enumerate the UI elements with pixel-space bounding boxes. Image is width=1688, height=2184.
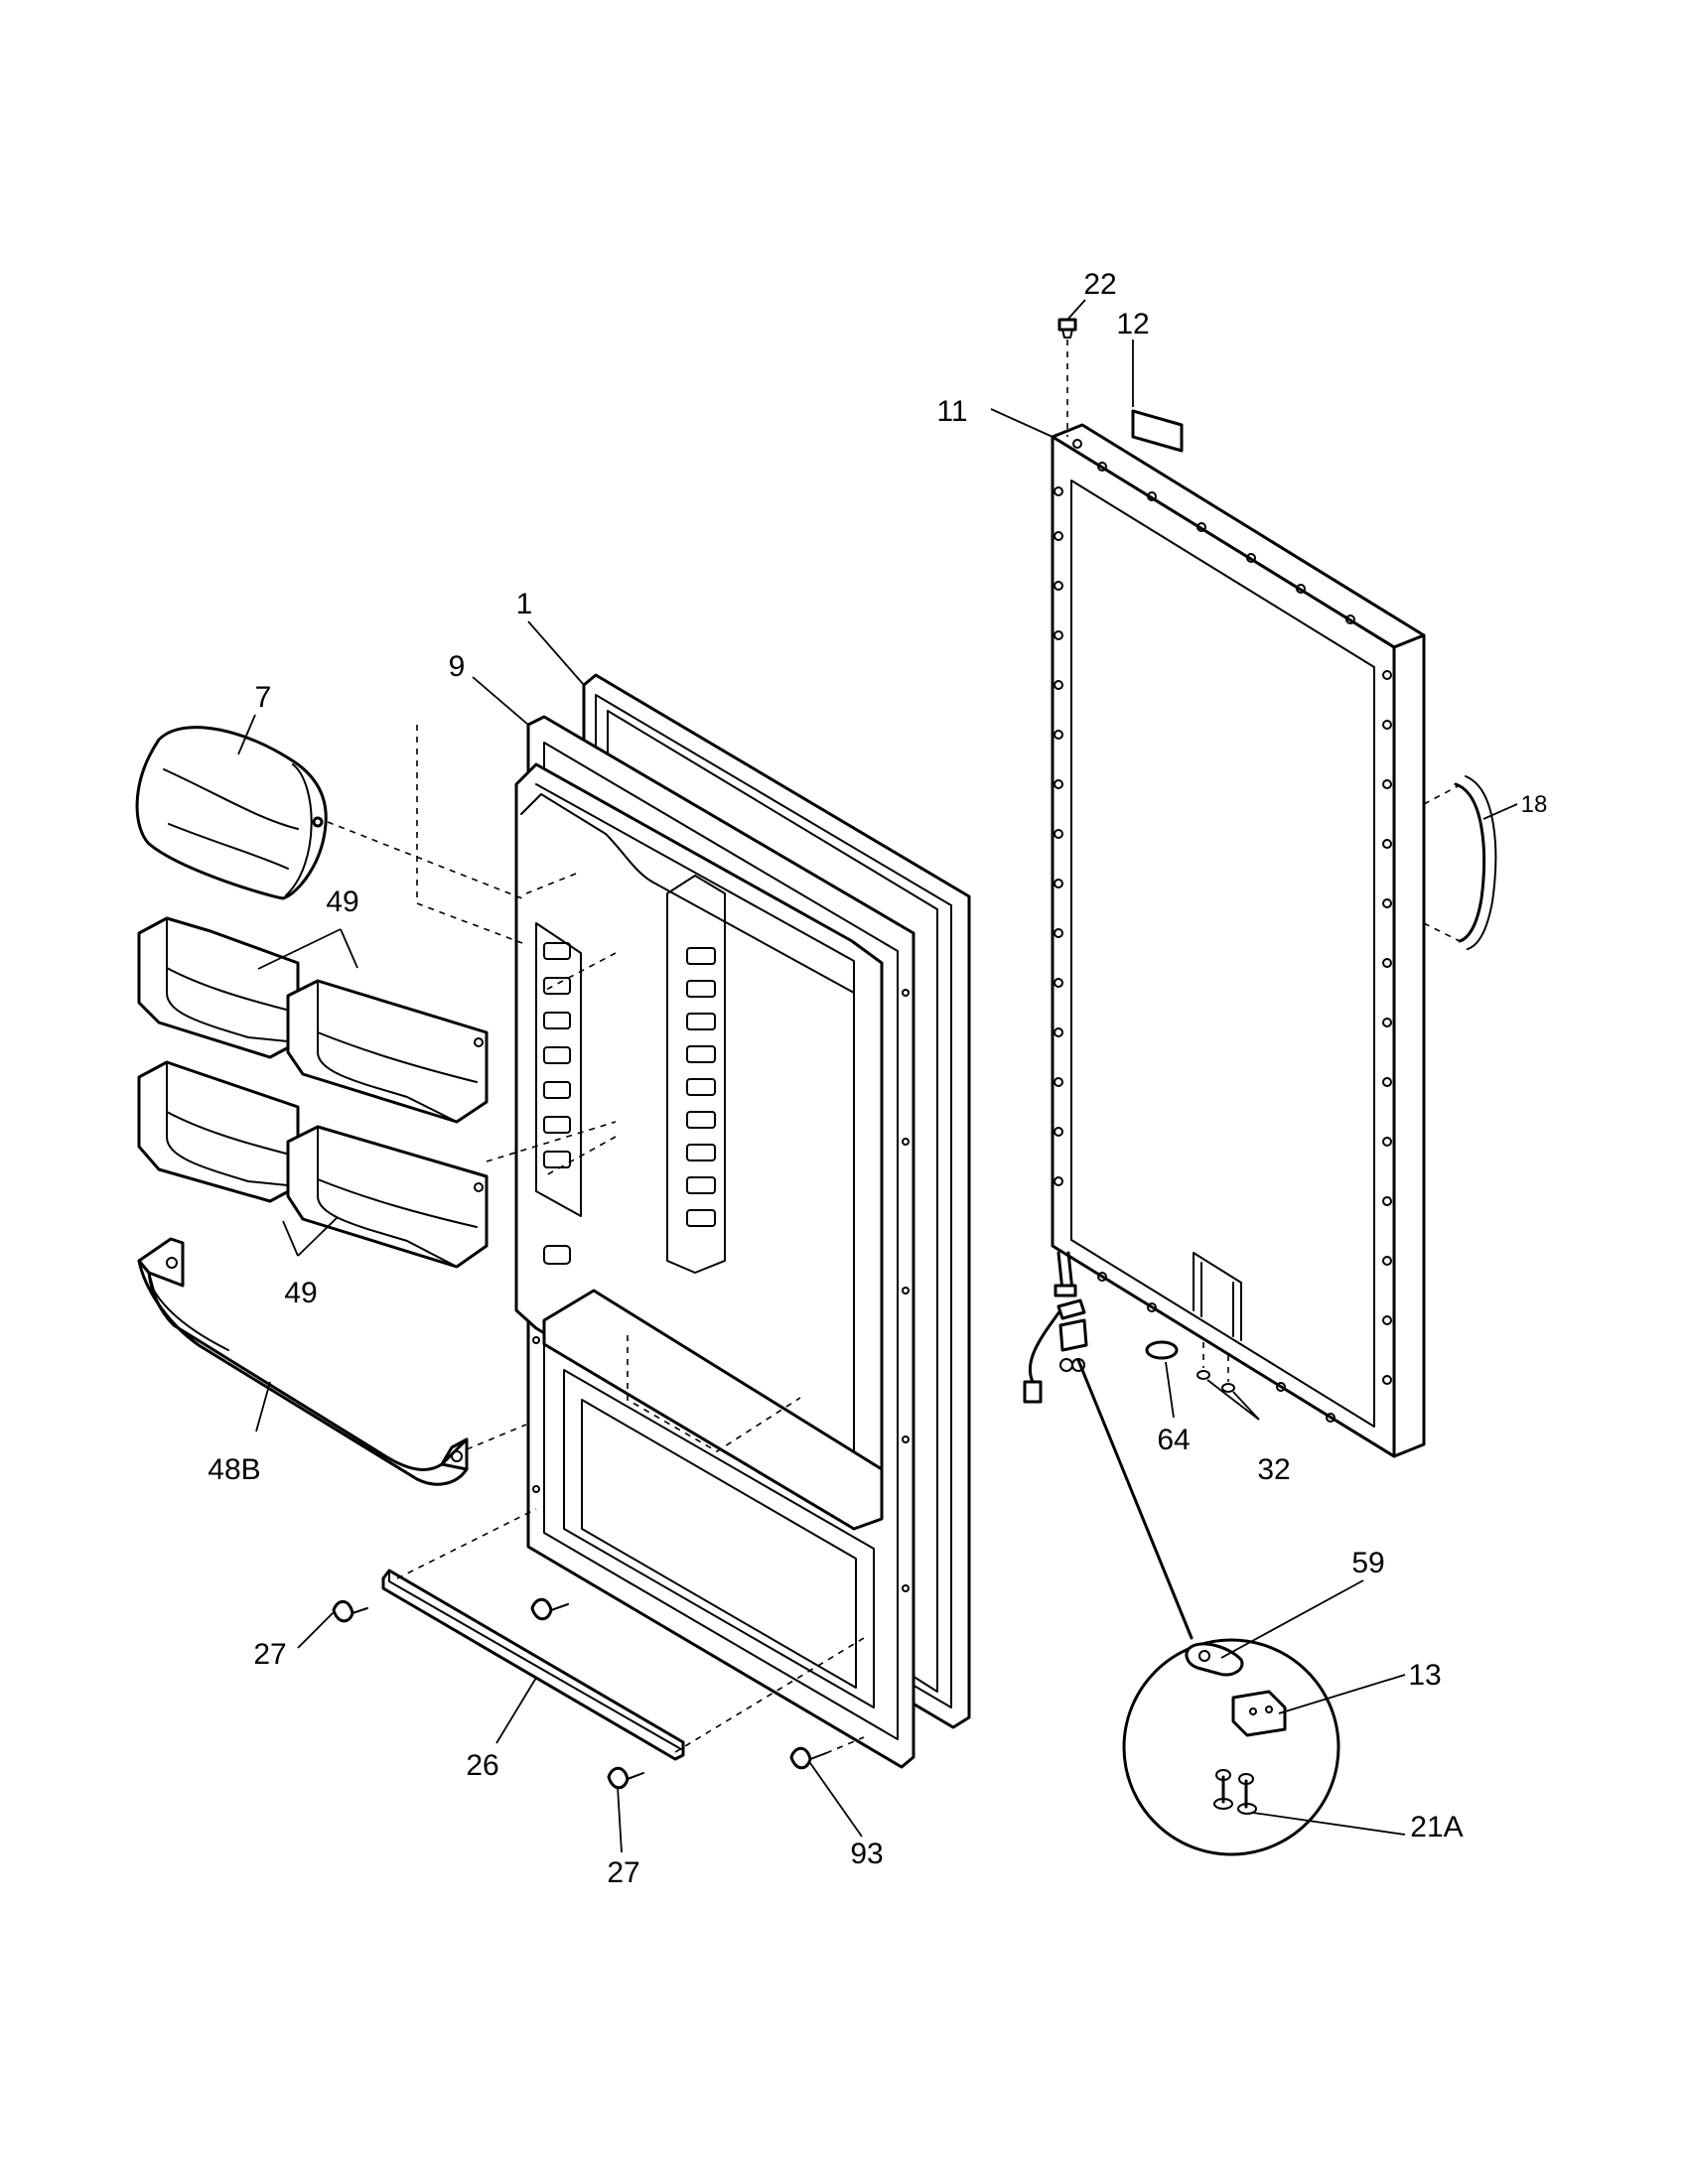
- washers: [1196, 1342, 1235, 1393]
- liner-ribs-left: [535, 922, 582, 1217]
- callout-27-bottom: 27: [607, 1856, 639, 1889]
- callout-9: 9: [449, 650, 466, 683]
- callout-59: 59: [1351, 1547, 1384, 1579]
- screws-27-93: [332, 1597, 865, 1790]
- wire-harness: [1023, 1251, 1088, 1404]
- callout-64: 64: [1157, 1424, 1190, 1456]
- liner-ribs-center: [666, 875, 726, 1274]
- panel-holes: [1054, 439, 1392, 1423]
- door-shelf-bar: [137, 1237, 527, 1486]
- callout-labels: 22 12 11 18 1 9 7 49 49 48B 64 32 59 13 …: [208, 268, 1547, 1889]
- dairy-bin: [135, 726, 523, 900]
- callout-11: 11: [936, 395, 967, 428]
- outer-door-panel: [1051, 423, 1426, 1458]
- callout-7: 7: [255, 681, 272, 714]
- detail-leader: [1076, 1358, 1194, 1640]
- door-handle: [1423, 775, 1497, 950]
- detail-circle: [1122, 1638, 1340, 1856]
- trim-strip: [381, 1508, 865, 1761]
- callout-22: 22: [1083, 268, 1116, 301]
- callout-1: 1: [516, 588, 533, 620]
- callout-18: 18: [1521, 791, 1548, 818]
- callout-93: 93: [850, 1838, 883, 1870]
- door-liner: [416, 715, 915, 1769]
- plug: [1145, 1340, 1179, 1360]
- callout-32: 32: [1257, 1453, 1290, 1486]
- callout-49-bottom: 49: [284, 1277, 317, 1309]
- callout-48b: 48B: [208, 1453, 260, 1486]
- top-screw: [1057, 318, 1077, 437]
- label-tape: [1131, 409, 1184, 453]
- callout-13: 13: [1408, 1659, 1441, 1692]
- leader-lines: [237, 299, 1518, 1853]
- callout-27-left: 27: [253, 1638, 286, 1671]
- callout-49-top: 49: [326, 886, 358, 918]
- door-bins: [137, 916, 617, 1269]
- callout-21a: 21A: [1410, 1811, 1463, 1843]
- callout-26: 26: [466, 1749, 498, 1782]
- callout-12: 12: [1116, 308, 1149, 341]
